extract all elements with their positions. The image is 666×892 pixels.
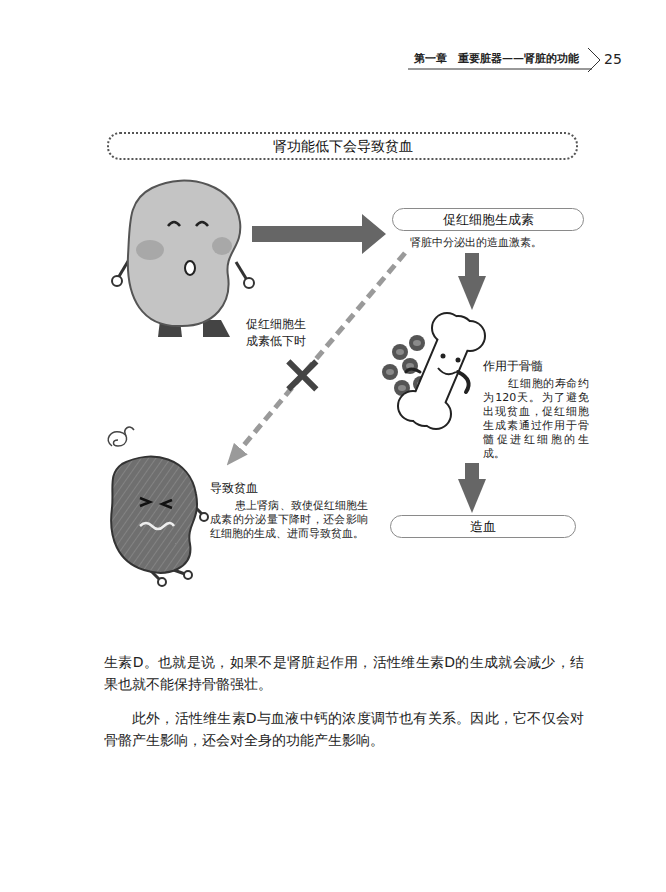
page-number: 25 xyxy=(604,50,644,68)
flow-arrow xyxy=(465,463,479,491)
callout-column: 导致贫血患上肾病、致使促红细胞生成素的分泌量下降时，还会影响红细胞的生成、进而导… xyxy=(210,480,368,541)
bone-character xyxy=(406,369,420,372)
red-blood-cells xyxy=(402,358,418,374)
body-paragraph: 生素D。也就是说，如果不是肾脏起作用，活性维生素D的生成就会减少，结果也就不能保… xyxy=(104,651,584,695)
red-blood-cells xyxy=(382,364,398,380)
callout-column: 作用于骨髓红细胞的寿命约为120天。为了避免出现贫血，促红细胞生成素通过作用于骨… xyxy=(483,358,589,461)
sick-kidney-character xyxy=(162,500,172,508)
kidney-character xyxy=(185,261,195,275)
bone-character xyxy=(458,372,469,392)
red-blood-cells xyxy=(396,349,404,355)
red-blood-cells xyxy=(386,369,394,375)
dashed-arrow xyxy=(236,253,405,455)
red-blood-cells xyxy=(398,385,406,391)
sick-kidney-character xyxy=(200,513,208,521)
callout-body: 患上肾病、致使促红细胞生成素的分泌量下降时，还会影响红细胞的生成、进而导致贫血。 xyxy=(210,499,368,541)
kidney-character xyxy=(112,276,122,286)
sick-kidney-character xyxy=(108,427,208,586)
kidney-character xyxy=(236,262,247,280)
sick-kidney-character xyxy=(140,498,150,506)
bone-character xyxy=(438,368,456,374)
red-blood-cells xyxy=(413,340,421,346)
bone-character xyxy=(456,322,484,350)
kidney-character xyxy=(136,240,164,260)
kidney-character xyxy=(203,320,230,337)
kidney-character xyxy=(128,181,240,327)
process-box: 造血 xyxy=(390,515,576,538)
edge-label: 促红细胞生成素低下时 xyxy=(244,315,316,351)
blocked-mark xyxy=(288,361,316,389)
bone-character xyxy=(422,400,450,428)
box-heading: 促红细胞生成素 xyxy=(403,211,573,228)
box-outline: 促红细胞生成素 xyxy=(392,208,584,231)
sick-kidney-character xyxy=(111,457,197,573)
kidney-character xyxy=(212,237,232,255)
title-band: 肾功能低下会导致贫血 xyxy=(107,132,578,160)
header-rule xyxy=(408,69,592,70)
sick-kidney-character xyxy=(140,523,174,529)
body-paragraph: 此外，活性维生素D与血液中钙的浓度调节也有关系。因此，它不仅会对骨骼产生影响，还… xyxy=(104,707,584,751)
kidney-character xyxy=(168,222,180,226)
kidney-character xyxy=(196,222,208,226)
callout-heading: 作用于骨髓 xyxy=(483,358,589,374)
secretion-arrow xyxy=(252,214,386,254)
red-blood-cells xyxy=(392,344,408,360)
header-rule xyxy=(408,48,600,72)
box-heading: 造血 xyxy=(401,518,565,535)
callout-body: 红细胞的寿命约为120天。为了避免出现贫血，促红细胞生成素通过作用于骨髓促进红细… xyxy=(483,377,589,461)
figure-callout: 导致贫血患上肾病、致使促红细胞生成素的分泌量下降时，还会影响红细胞的生成、进而导… xyxy=(105,466,376,576)
bone-character xyxy=(425,332,458,410)
bone-character xyxy=(425,332,458,410)
header-rule xyxy=(588,48,600,72)
figure-callout: 作用于骨髓红细胞的寿命约为120天。为了避免出现贫血，促红细胞生成素通过作用于骨… xyxy=(385,312,597,461)
red-blood-cells xyxy=(409,335,425,351)
sick-kidney-character xyxy=(158,578,166,586)
title-text: 肾功能低下会导致贫血 xyxy=(119,137,566,155)
callout-heading: 导致贫血 xyxy=(210,480,368,496)
sick-kidney-character xyxy=(184,571,192,579)
chapter-header: 第一章 重要脏器——肾脏的功能 xyxy=(414,52,590,66)
bone-character xyxy=(456,358,461,363)
sick-kidney-character xyxy=(125,427,134,436)
kidney-character xyxy=(244,278,254,288)
bone-character xyxy=(397,312,486,430)
flow-arrow xyxy=(465,253,479,288)
process-box: 促红细胞生成素肾脏中分泌出的造血激素。 xyxy=(392,208,584,250)
bone-character xyxy=(441,354,446,359)
kidney-character xyxy=(112,181,254,337)
box-note: 肾脏中分泌出的造血激素。 xyxy=(392,236,584,250)
sick-kidney-character xyxy=(108,432,126,446)
